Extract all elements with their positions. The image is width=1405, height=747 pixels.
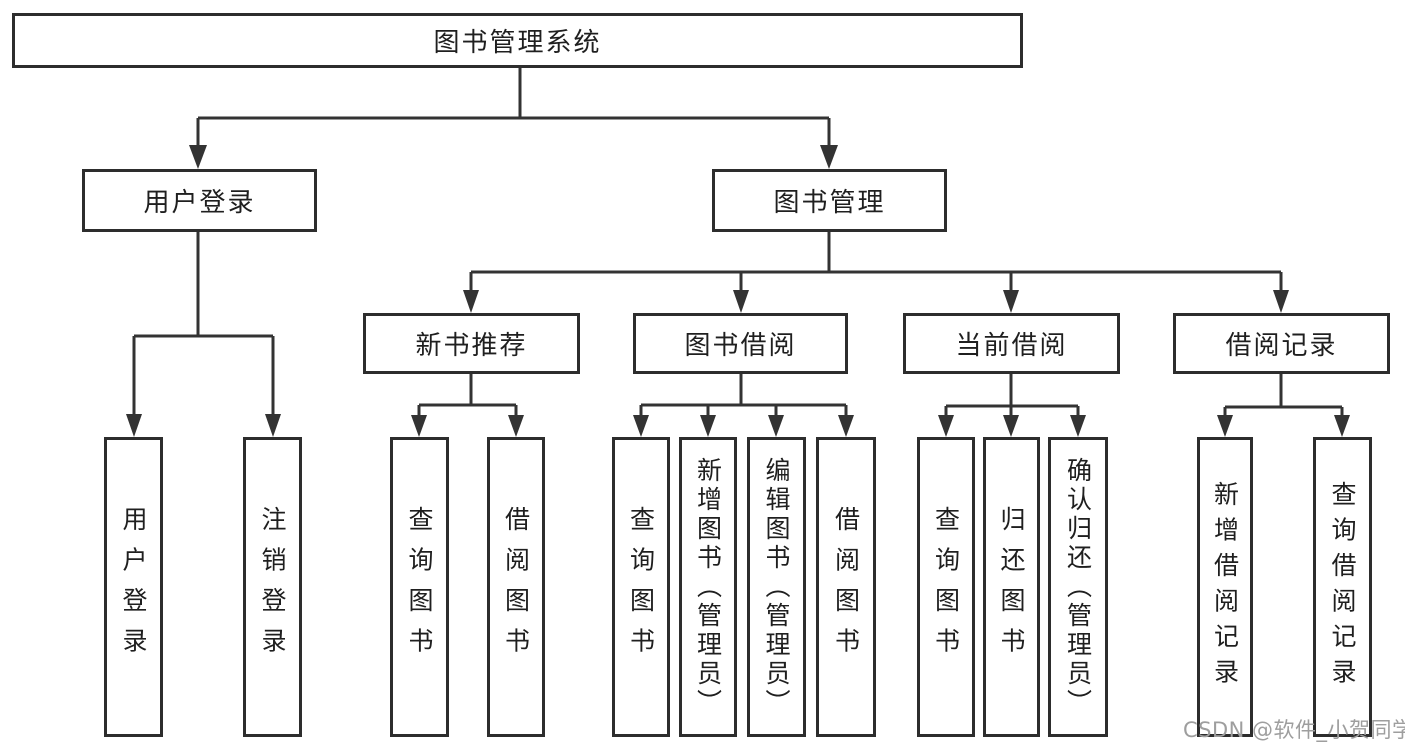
leaf-borrowing-add-books-admin: 新增图书（管理员） [679, 437, 737, 737]
leaf-newrec-query-books: 查询图书 [390, 437, 449, 737]
node-current-borrowing: 当前借阅 [903, 313, 1120, 374]
node-label: 图书管理系统 [433, 28, 602, 58]
leaf-label: 查询图书 [931, 506, 961, 668]
leaf-current-query-books: 查询图书 [917, 437, 975, 737]
node-new-book-recommend: 新书推荐 [363, 313, 580, 374]
leaf-borrowing-borrow-books: 借阅图书 [816, 437, 876, 737]
node-label: 用户登录 [143, 188, 256, 218]
leaf-label: 用户登录 [119, 506, 148, 668]
node-label: 新书推荐 [415, 331, 528, 361]
leaf-label: 借阅图书 [501, 506, 531, 668]
node-label: 图书管理 [773, 188, 886, 218]
leaf-current-return-books: 归还图书 [983, 437, 1040, 737]
leaf-newrec-borrow-books: 借阅图书 [487, 437, 545, 737]
leaf-label: 借阅图书 [831, 506, 861, 668]
node-user-login: 用户登录 [82, 169, 317, 232]
leaf-label: 新增借阅记录 [1210, 480, 1240, 694]
node-label: 图书借阅 [684, 331, 797, 361]
arrowheads [126, 145, 1350, 437]
leaf-current-confirm-return-admin: 确认归还（管理员） [1048, 437, 1108, 737]
connector-lines [132, 66, 1344, 420]
node-book-management: 图书管理 [712, 169, 947, 232]
leaf-user-login: 用户登录 [104, 437, 163, 737]
leaf-logout: 注销登录 [243, 437, 302, 737]
leaf-label: 编辑图书（管理员） [762, 456, 791, 718]
leaf-label: 查询借阅记录 [1328, 480, 1357, 694]
leaf-label: 注销登录 [258, 506, 287, 668]
leaf-label: 确认归还（管理员） [1063, 456, 1093, 718]
node-label: 借阅记录 [1225, 331, 1338, 361]
node-system-root: 图书管理系统 [12, 13, 1023, 68]
leaf-borrowing-query-books: 查询图书 [612, 437, 670, 737]
leaf-label: 新增图书（管理员） [693, 456, 723, 718]
leaf-label: 查询图书 [405, 506, 434, 668]
leaf-records-add-borrow-record: 新增借阅记录 [1197, 437, 1253, 737]
leaf-label: 归还图书 [997, 506, 1026, 668]
node-borrowing-records: 借阅记录 [1173, 313, 1390, 374]
node-book-borrowing: 图书借阅 [633, 313, 848, 374]
leaf-records-query-borrow-record: 查询借阅记录 [1313, 437, 1372, 737]
leaf-label: 查询图书 [626, 506, 656, 668]
node-label: 当前借阅 [955, 331, 1068, 361]
csdn-watermark: CSDN @软件_小贺同学 [1183, 718, 1405, 742]
leaf-borrowing-edit-books-admin: 编辑图书（管理员） [747, 437, 806, 737]
